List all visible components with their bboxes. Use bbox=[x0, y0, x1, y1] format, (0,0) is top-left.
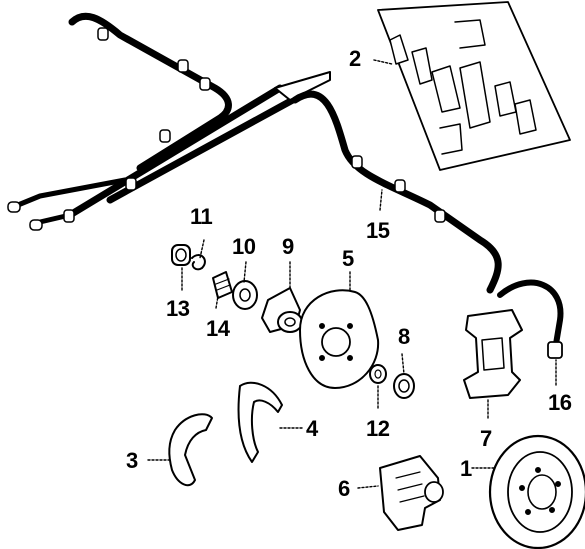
flex-hose-16 bbox=[497, 279, 564, 359]
callout-4: 4 bbox=[306, 416, 318, 441]
callout-15: 15 bbox=[366, 218, 390, 243]
parking-brake-cable bbox=[7, 12, 331, 231]
callout-5: 5 bbox=[342, 246, 354, 271]
adjuster-nut-13 bbox=[171, 244, 191, 266]
callout-7: 7 bbox=[480, 426, 492, 451]
callout-14: 14 bbox=[206, 316, 230, 341]
callout-10: 10 bbox=[232, 234, 256, 259]
clip-11 bbox=[191, 254, 206, 271]
wheel-bearing-9 bbox=[261, 287, 303, 333]
callout-8: 8 bbox=[398, 324, 410, 349]
brake-pad-kit bbox=[377, 1, 571, 171]
caliper-bracket-7 bbox=[463, 309, 523, 399]
callout-2: 2 bbox=[349, 46, 361, 71]
callout-12: 12 bbox=[366, 416, 390, 441]
callout-6: 6 bbox=[338, 476, 350, 501]
callout-3: 3 bbox=[126, 448, 138, 473]
caliper-6 bbox=[379, 455, 444, 531]
parking-shoe-4 bbox=[237, 381, 283, 463]
spring-14 bbox=[212, 271, 233, 299]
callout-9: 9 bbox=[282, 234, 294, 259]
callout-16: 16 bbox=[548, 390, 572, 415]
splash-shield-5 bbox=[299, 289, 380, 389]
parking-shoe-3 bbox=[168, 413, 213, 487]
bushing-10 bbox=[232, 280, 258, 310]
callout-13: 13 bbox=[166, 296, 190, 321]
seal-12 bbox=[369, 364, 387, 384]
callout-1: 1 bbox=[460, 456, 472, 481]
ring-8 bbox=[393, 373, 415, 399]
callout-11: 11 bbox=[190, 204, 213, 229]
leader-lines bbox=[147, 59, 557, 489]
brake-hose-line bbox=[291, 90, 502, 294]
brake-rotor-1 bbox=[488, 434, 585, 549]
